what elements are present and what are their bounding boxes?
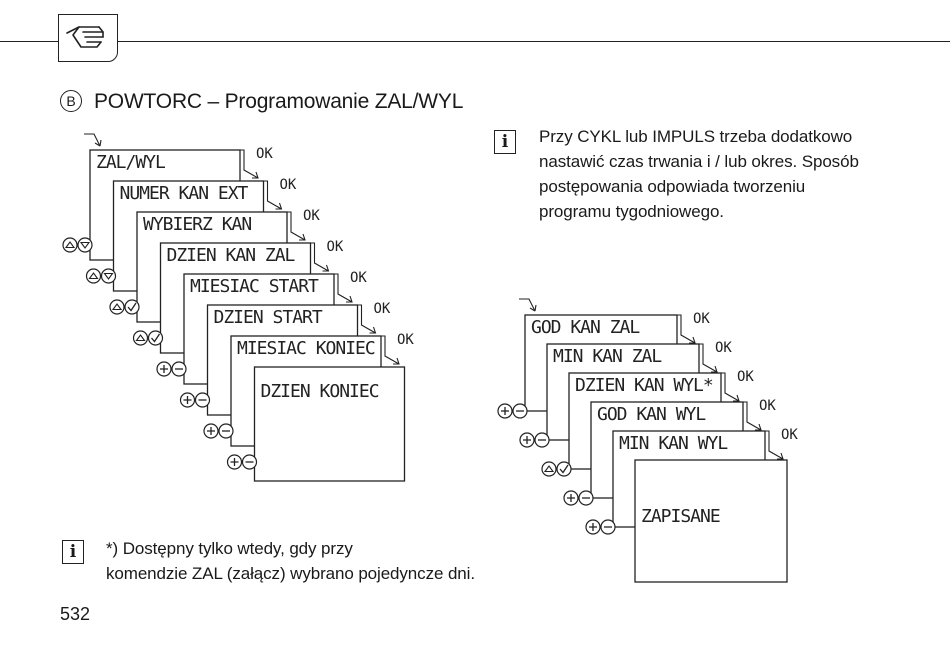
nav-buttons-up-ok — [132, 330, 164, 346]
flow-arrow — [719, 372, 740, 402]
up-arrow-icon — [135, 334, 146, 342]
ok-label: OK — [759, 398, 776, 414]
lcd-screen-label: MIN KAN ZAL — [553, 346, 662, 367]
nav-buttons-plus-minus — [179, 392, 211, 408]
note-top-line: nastawić czas trwania i / lub okres. Spo… — [539, 152, 859, 171]
lcd-screen-label: MIESIAC START — [190, 276, 319, 297]
ok-label: OK — [374, 301, 391, 317]
ok-label: OK — [397, 332, 414, 348]
plus-icon — [230, 458, 239, 466]
ok-check-icon — [127, 302, 137, 312]
nav-buttons-up-down — [85, 268, 117, 284]
entry-arrow — [84, 133, 101, 147]
ok-check-icon — [151, 333, 161, 343]
header-rule — [0, 41, 950, 42]
ok-label: OK — [781, 427, 798, 443]
lcd-screen-label: DZIEN KAN WYL* — [575, 375, 713, 396]
flow-arrow — [763, 430, 784, 460]
up-arrow-icon — [543, 465, 555, 473]
flow-arrow — [355, 304, 376, 334]
plus-icon — [567, 494, 575, 502]
lcd-screen-label: ZAPISANE — [641, 506, 720, 527]
down-arrow-icon — [103, 272, 114, 280]
lcd-screen-label: MIN KAN WYL — [619, 433, 728, 454]
note-bottom-line: komendzie ZAL (załącz) wybrano pojedyncz… — [106, 564, 475, 583]
flow-arrow — [379, 335, 400, 365]
ok-label: OK — [715, 340, 732, 356]
section-letter-badge: B — [60, 90, 82, 112]
lcd-screen: DZIEN KONIEC — [253, 366, 406, 482]
ok-check-icon — [559, 464, 569, 474]
info-icon: i — [62, 540, 84, 564]
flow-arrow — [261, 180, 282, 210]
lcd-screen-label: ZAL/WYL — [96, 152, 166, 173]
plus-icon — [183, 396, 192, 404]
nav-buttons-plus-minus — [156, 361, 187, 377]
flow-arrow — [332, 273, 353, 303]
note-top: Przy CYKL lub IMPULS trzeba dodatkowo na… — [539, 124, 859, 224]
ok-label: OK — [303, 208, 320, 224]
page-number: 532 — [60, 604, 91, 624]
flow-arrow — [308, 242, 329, 272]
lcd-screen-label: NUMER KAN EXT — [120, 183, 249, 204]
flow-arrow — [697, 343, 718, 373]
note-bottom-line: *) Dostępny tylko wtedy, gdy przy — [106, 539, 353, 558]
nav-buttons-up-down — [62, 237, 93, 253]
nav-buttons-plus-minus — [585, 519, 616, 535]
note-top-line: Przy CYKL lub IMPULS trzeba dodatkowo — [539, 127, 853, 146]
up-arrow-icon — [64, 241, 76, 249]
note-top-line: postępowania odpowiada tworzeniu — [539, 177, 806, 196]
entry-arrow — [519, 298, 536, 312]
lcd-screen-label: DZIEN KONIEC — [261, 381, 379, 402]
lcd-screen-label: GOD KAN ZAL — [531, 317, 640, 338]
up-arrow-icon — [88, 272, 99, 280]
up-arrow-icon — [111, 303, 123, 311]
nav-buttons-up-ok — [541, 461, 572, 477]
ok-label: OK — [693, 311, 710, 327]
flow-arrow — [238, 149, 259, 179]
ok-label: OK — [350, 270, 367, 286]
lcd-screen-label: DZIEN KAN ZAL — [167, 245, 296, 266]
ok-label: OK — [280, 177, 297, 193]
note-bottom: *) Dostępny tylko wtedy, gdy przy komend… — [106, 536, 475, 586]
lcd-screen-label: DZIEN START — [214, 307, 323, 328]
plus-icon — [523, 436, 531, 444]
plus-icon — [160, 365, 168, 373]
ok-label: OK — [737, 369, 754, 385]
lcd-screen: ZAPISANE — [634, 459, 788, 583]
info-icon: i — [494, 130, 516, 154]
section-title: POWTORC – Programowanie ZAL/WYL — [94, 90, 464, 113]
hand-icon — [66, 26, 104, 48]
plus-icon — [501, 407, 509, 415]
nav-buttons-up-ok — [109, 299, 140, 315]
section-heading: B POWTORC – Programowanie ZAL/WYL — [60, 90, 463, 114]
flow-arrow — [285, 211, 306, 241]
plus-icon — [207, 427, 215, 435]
manual-operation-box — [58, 14, 118, 62]
nav-buttons-plus-minus — [203, 423, 234, 439]
left-flow-diagram: ZAL/WYL OK NUMER KAN EXT OK WYBIERZ KAN OK DZI… — [62, 133, 414, 482]
lcd-screen-label: GOD KAN WYL — [597, 404, 706, 425]
nav-buttons-plus-minus — [497, 403, 528, 419]
flow-arrow — [675, 314, 696, 344]
lcd-screen-label: MIESIAC KONIEC — [237, 338, 375, 359]
ok-label: OK — [327, 239, 344, 255]
note-top-line: programu tygodniowego. — [539, 202, 724, 221]
nav-buttons-plus-minus — [226, 454, 258, 470]
right-flow-diagram: GOD KAN ZAL OK MIN KAN ZAL OK DZIEN KAN WYL*… — [497, 298, 798, 583]
lcd-screen-label: WYBIERZ KAN — [143, 214, 251, 235]
ok-label: OK — [256, 146, 273, 162]
down-arrow-icon — [79, 241, 91, 249]
plus-icon — [589, 523, 597, 531]
flow-arrow — [741, 401, 762, 431]
nav-buttons-plus-minus — [519, 432, 550, 448]
nav-buttons-plus-minus — [563, 490, 594, 506]
